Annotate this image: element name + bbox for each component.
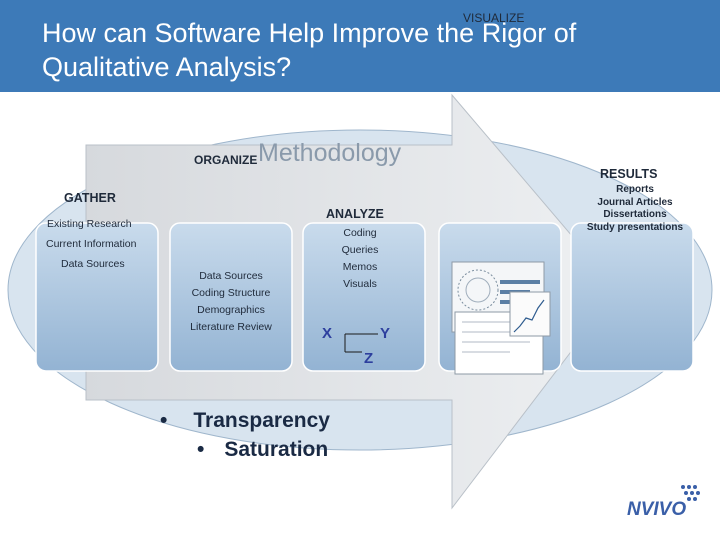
- results-item: Reports: [616, 184, 654, 195]
- gather-item: Existing Research: [47, 218, 132, 230]
- slide-title: How can Software Help Improve the Rigor …: [42, 18, 577, 82]
- nvivo-logo-mark: [681, 485, 700, 501]
- methodology-label: Methodology: [258, 139, 402, 167]
- xyz-axes: [344, 333, 378, 353]
- axis-y-label: Y: [380, 325, 391, 342]
- analyze-item: Memos: [342, 261, 378, 273]
- analyze-item: Coding: [343, 227, 377, 239]
- nvivo-logo: NVIVO: [627, 499, 687, 520]
- results-item: Study presentations: [586, 221, 684, 233]
- organize-item: Coding Structure: [191, 287, 271, 299]
- organize-item: Data Sources: [199, 270, 263, 282]
- bullet-text: Saturation: [224, 438, 329, 461]
- analyze-item: Visuals: [343, 278, 377, 290]
- analyze-items: Coding Queries Memos Visuals: [300, 225, 420, 293]
- organize-item: Literature Review: [190, 321, 272, 333]
- panel-results: [570, 222, 694, 372]
- bullet-glyph: •: [197, 438, 205, 461]
- organize-items: Data Sources Coding Structure Demographi…: [172, 268, 290, 336]
- results-items: Reports Journal Articles Dissertations S…: [585, 184, 685, 234]
- analyze-heading: ANALYZE: [326, 207, 384, 221]
- software-screenshot-thumbnails: [451, 261, 551, 375]
- bullet-item: • Transparency: [160, 409, 330, 433]
- results-item: Journal Articles: [597, 196, 673, 208]
- visualize-label: VISUALIZE: [463, 11, 525, 25]
- results-item: Dissertations: [603, 209, 667, 220]
- gather-item: Data Sources: [61, 258, 125, 270]
- analyze-item: Queries: [341, 244, 379, 256]
- axis-z-label: Z: [364, 350, 374, 367]
- bullet-glyph: •: [160, 409, 168, 432]
- axis-x-label: X: [322, 325, 333, 342]
- gather-item: Current Information: [46, 238, 137, 250]
- bullet-text: Transparency: [193, 409, 330, 432]
- panel-gather: [35, 222, 159, 372]
- panel-analyze: [302, 222, 426, 372]
- organize-item: Demographics: [197, 304, 265, 316]
- bullet-item: • Saturation: [197, 438, 328, 462]
- panel-organize: [169, 222, 293, 372]
- title-bar: [0, 0, 720, 92]
- results-heading: RESULTS: [600, 167, 658, 181]
- organize-heading: ORGANIZE: [194, 153, 258, 167]
- gather-heading: GATHER: [64, 191, 116, 205]
